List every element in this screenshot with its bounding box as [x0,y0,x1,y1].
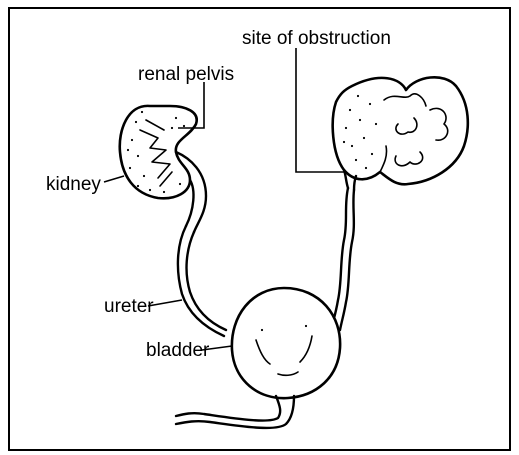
urethra [176,396,280,421]
label-bladder: bladder [146,340,210,361]
label-kidney: kidney [46,174,101,195]
left-ureter [187,232,226,330]
leader-kidney [104,176,124,182]
label-site-of-obstruction: site of obstruction [242,28,391,49]
left-kidney [120,106,197,198]
label-renal-pelvis: renal pelvis [138,64,234,85]
bladder [232,288,340,398]
label-ureter: ureter [104,296,154,317]
